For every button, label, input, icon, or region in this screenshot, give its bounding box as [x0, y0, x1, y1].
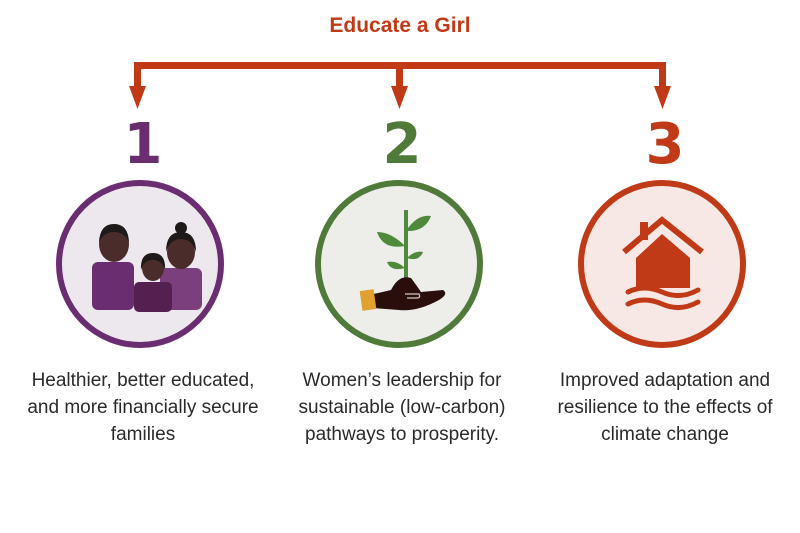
outcome-description: Healthier, better educated, and more fin…: [27, 370, 259, 445]
branching-arrow-connector: [129, 62, 671, 109]
step-number: 1: [123, 112, 163, 177]
diagram-title: Educate a Girl: [329, 14, 471, 37]
step-number: 3: [645, 112, 685, 177]
plant-icon-circle: [315, 180, 483, 348]
outcome-description: Improved adaptation and resilience to th…: [557, 370, 773, 445]
outcome-description: Women’s leadership for sustainable (low-…: [298, 370, 506, 445]
outcome-column-1: 1 Healthier, better educated, and more f…: [27, 112, 258, 446]
step-number: 2: [382, 112, 422, 177]
flood-icon-circle: [578, 180, 746, 348]
family-icon-circle: [56, 180, 224, 348]
family-icon: [92, 222, 202, 312]
plant-in-hand-icon: [359, 210, 446, 311]
outcome-column-3: 3 Improved adaptation and resilience to …: [557, 112, 772, 446]
flooded-house-icon: [622, 216, 704, 310]
outcome-column-2: 2 Women’s leadership for sustainable (lo…: [299, 112, 506, 446]
